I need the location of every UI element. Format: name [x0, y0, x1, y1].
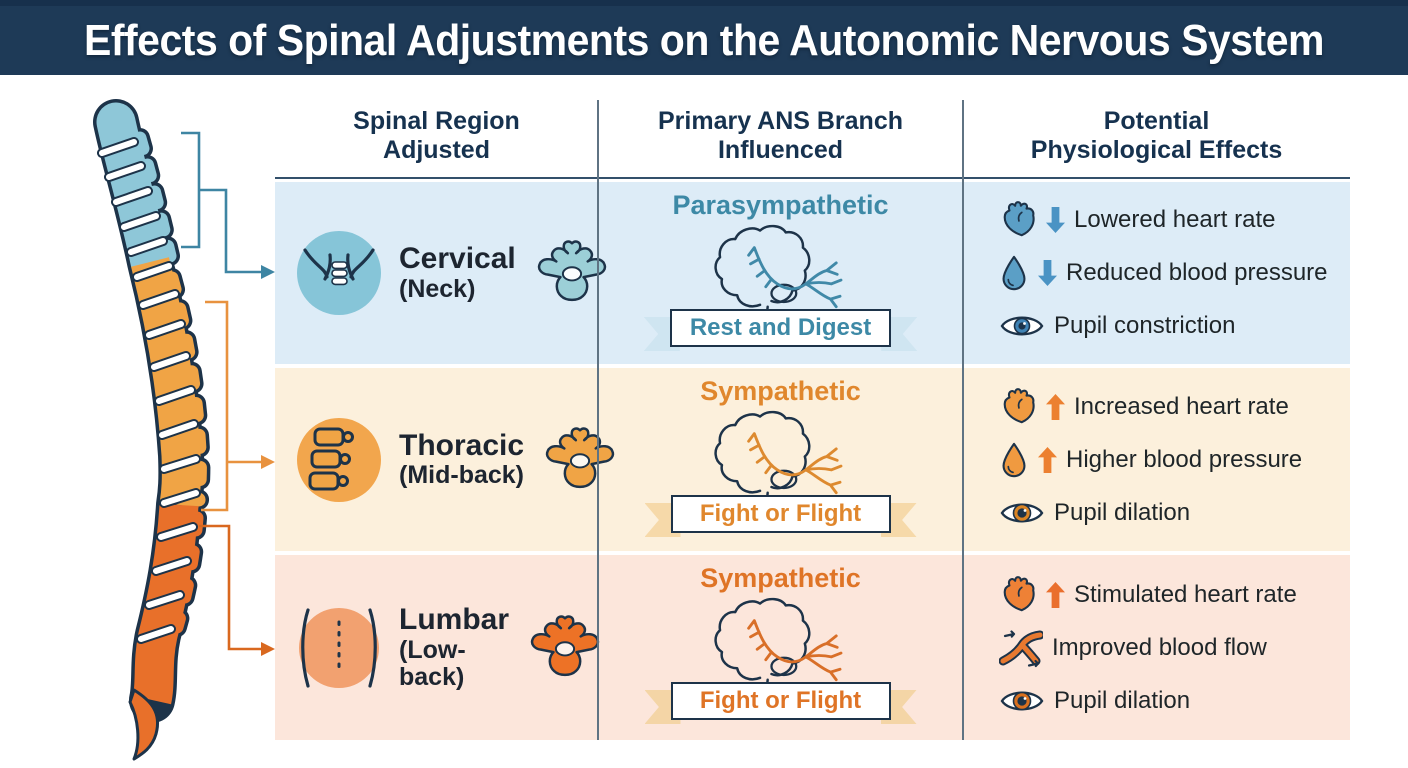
effect-item: Lowered heart rate [999, 201, 1350, 238]
thoracic-vertebra-icon [545, 426, 615, 488]
brain-nerves-icon [713, 410, 842, 507]
footer-strip [0, 740, 1408, 768]
ribbon-banner: Fight or Flight [644, 682, 917, 724]
effect-text: Higher blood pressure [1066, 445, 1303, 473]
spine-segments-icon [297, 417, 381, 502]
region-sub: (Neck) [399, 274, 476, 303]
effect-item: Reduced blood pressure [999, 255, 1350, 291]
down-arrow-icon [1046, 207, 1065, 233]
brain-nerves-icon [713, 224, 842, 321]
cervical-bracket-arrow [181, 131, 262, 274]
cervical-vertebra-icon [537, 240, 606, 302]
region-cell-cervical: Cervical (Neck) [275, 182, 606, 364]
effect-item: Increased heart rate [999, 387, 1350, 425]
branch-name: Parasympathetic [672, 190, 889, 220]
branch-cell-lumbar: Sympathetic Fight or Flight [598, 555, 963, 740]
table-row-lumbar: Lumbar (Low-back) Sympathetic Fight or F… [275, 555, 1350, 740]
header-underline [275, 177, 1350, 179]
region-name: Cervical [399, 242, 516, 276]
region-name: Lumbar [399, 603, 510, 637]
eye-icon [1000, 691, 1044, 710]
table-row-cervical: Cervical (Neck) Parasympathetic Rest and… [275, 182, 1350, 364]
eye-icon [1000, 316, 1044, 336]
column-divider-2 [962, 100, 964, 740]
thoracic-arrowhead [261, 455, 275, 469]
spine-sacrum-tail [128, 688, 159, 761]
lumbar-bracket-arrow [199, 524, 262, 651]
effect-text: Stimulated heart rate [1074, 580, 1297, 608]
effects-cell-cervical: Lowered heart rate Reduced blood pressur… [963, 182, 1350, 364]
effect-item: Improved blood flow [999, 629, 1350, 667]
spine-illustration [93, 99, 275, 761]
region-sub: (Mid-back) [399, 461, 524, 490]
column-header-region: Spinal Region Adjusted [353, 106, 520, 165]
cervical-arrowhead [261, 265, 275, 279]
lumbar-vertebra-icon [530, 614, 600, 676]
branch-cell-thoracic: Sympathetic Fight or Flight [598, 368, 963, 551]
droplet-icon [1002, 442, 1026, 477]
effect-text: Improved blood flow [1052, 633, 1267, 661]
header-band: Effects of Spinal Adjustments on the Aut… [0, 0, 1408, 75]
effect-item: Higher blood pressure [999, 442, 1350, 478]
ribbon-label: Fight or Flight [670, 495, 891, 533]
branch-name: Sympathetic [700, 376, 861, 406]
heart-icon [1003, 387, 1035, 423]
region-sub: (Low-back) [399, 635, 466, 691]
effects-cell-thoracic: Increased heart rate Higher blood pressu… [963, 368, 1350, 551]
ribbon-label: Rest and Digest [669, 309, 892, 347]
ribbon-label: Fight or Flight [670, 682, 891, 720]
effect-text: Pupil dilation [1054, 686, 1191, 714]
effect-item: Stimulated heart rate [999, 575, 1350, 613]
effects-cell-lumbar: Stimulated heart rate Improved blood flo… [963, 555, 1350, 740]
neck-icon [297, 231, 381, 315]
effect-text: Lowered heart rate [1074, 206, 1276, 233]
blood-vessel-icon [999, 629, 1043, 667]
region-cell-thoracic: Thoracic (Mid-back) [275, 368, 615, 551]
effect-item: Pupil dilation [999, 495, 1350, 531]
lower-back-icon [299, 607, 379, 688]
page-title: Effects of Spinal Adjustments on the Aut… [84, 15, 1324, 65]
heart-icon [1003, 575, 1035, 611]
droplet-icon [1002, 255, 1026, 291]
effect-item: Pupil constriction [999, 308, 1350, 344]
ribbon-banner: Fight or Flight [644, 495, 917, 537]
up-arrow-icon [1046, 393, 1065, 420]
effect-text: Reduced blood pressure [1066, 259, 1328, 286]
column-header-effects: Potential Physiological Effects [1030, 106, 1283, 165]
brain-nerves-icon [713, 597, 842, 694]
region-cell-lumbar: Lumbar (Low-back) [275, 555, 600, 740]
up-arrow-icon [1038, 446, 1057, 473]
thoracic-bracket-arrow [201, 300, 262, 512]
eye-icon [1000, 503, 1044, 522]
effect-item: Pupil dilation [999, 683, 1350, 719]
down-arrow-icon [1038, 260, 1057, 286]
branch-cell-cervical: Parasympathetic Rest and Digest [598, 182, 963, 364]
heart-icon [1003, 201, 1035, 237]
branch-name: Sympathetic [700, 563, 861, 593]
table-header-row: Spinal Region Adjusted Primary ANS Branc… [275, 95, 1350, 177]
up-arrow-icon [1046, 581, 1065, 608]
lumbar-arrowhead [261, 642, 275, 656]
column-divider-1 [597, 100, 599, 740]
ribbon-banner: Rest and Digest [643, 309, 918, 351]
region-name: Thoracic [399, 428, 525, 462]
effect-text: Pupil constriction [1054, 312, 1236, 339]
table-row-thoracic: Thoracic (Mid-back) Sympathetic Fight or… [275, 368, 1350, 551]
effect-text: Pupil dilation [1054, 498, 1191, 526]
effect-text: Increased heart rate [1074, 392, 1289, 420]
column-header-branch: Primary ANS Branch Influenced [658, 106, 903, 165]
